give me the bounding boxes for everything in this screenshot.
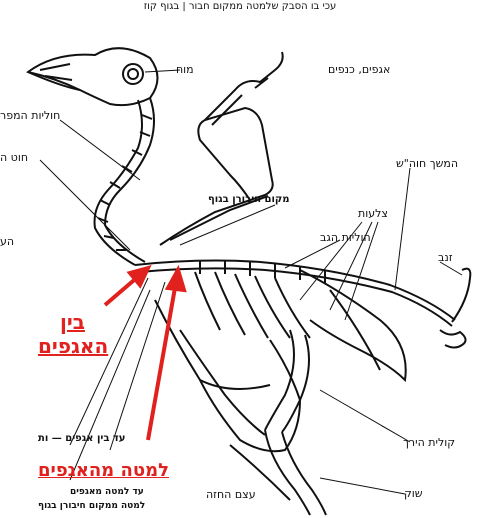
callout-between-line1: בין [60, 312, 85, 332]
callout-below-wings: למטה מהאגפים [38, 462, 169, 480]
wing-bones [160, 52, 283, 245]
tail-bones [440, 269, 470, 348]
breastbone [155, 300, 300, 451]
neck-vertebrae [95, 98, 154, 265]
label-breastbone: עצם החזה [206, 489, 256, 500]
label-spinal-cord: חוט ה [0, 152, 28, 163]
label-ribs: צלעות [358, 208, 388, 219]
callout-between-line2: האגפים [38, 336, 108, 356]
skull [28, 48, 158, 105]
label-tail: זנב [438, 252, 453, 263]
pelvis [300, 270, 406, 380]
red-arrows [105, 268, 184, 440]
leader-lines [40, 70, 462, 494]
label-attachment-point: מקום חיבורן בגוף [208, 195, 290, 205]
label-below-wings-small-1: עד למטה מאגפים [70, 488, 144, 497]
label-spinal-continuation: המשך חוה"ש [396, 158, 458, 169]
label-below-wings-small-2: למטה ממקום חיבורן בגוף [38, 502, 145, 511]
ribs [195, 272, 310, 338]
label-left-edge: הע [0, 236, 14, 247]
label-thigh-bone: קולית הירך [403, 437, 455, 448]
label-between-wings-small: עד בין אגפים — ות [38, 434, 125, 444]
arrow-head-below [168, 270, 184, 290]
label-shank: שוק [404, 488, 423, 499]
arrow-below-wings [148, 282, 176, 440]
label-wings: אגפים, כנפים [328, 64, 390, 75]
header-text: עכי בו הסבק שלמטה ממקום חבור | בגוף קוז [120, 2, 360, 12]
label-tail-vertebrae: חוליות הגב [320, 232, 371, 243]
label-brain: מוח [176, 64, 194, 75]
label-neck-vertebrae: חוליות המפר [0, 110, 60, 121]
